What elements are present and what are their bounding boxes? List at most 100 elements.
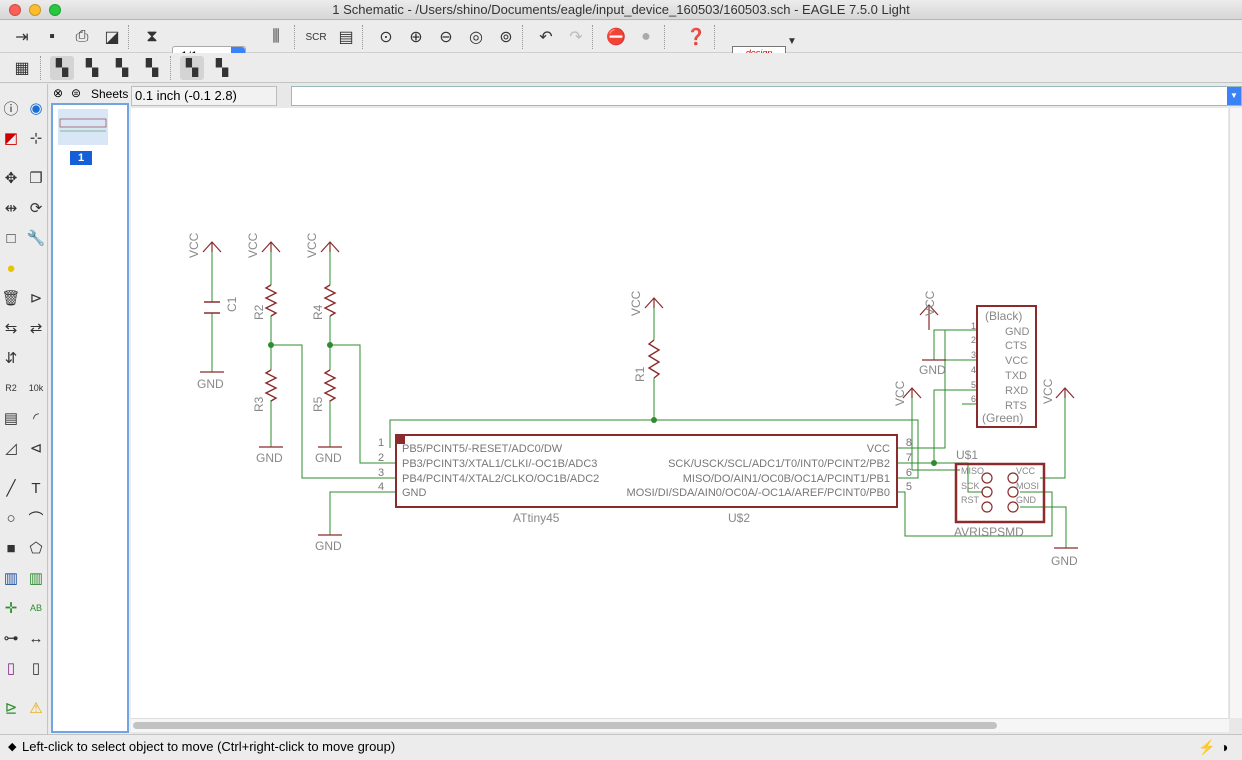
command-toolbar: ⓘ ◉ ◩ ⊹ ✥ ❐ ⇹ ⟳ □ 🔧 ● 🗑 ⊳ ⇆ ⇄ ⇵ R2 10k ▤… — [0, 84, 48, 734]
layer-view-2-icon[interactable]: ▚ — [215, 60, 229, 77]
show-icon[interactable]: ◉ — [29, 100, 43, 117]
open-icon[interactable]: ⇥ — [15, 29, 29, 46]
zoom-in-icon[interactable]: ⊕ — [409, 29, 423, 46]
zoom-fit-icon[interactable]: ⊙ — [379, 29, 393, 46]
coordinate-display: 0.1 inch (-0.1 2.8) — [131, 86, 277, 106]
sheet-number[interactable]: 1 — [70, 151, 92, 165]
mirror-icon[interactable]: ⇹ — [4, 200, 18, 217]
vertical-scrollbar[interactable] — [1229, 108, 1242, 718]
label-icon[interactable]: AB — [29, 603, 42, 613]
sheets-panel-title: Sheets — [91, 87, 129, 101]
go-icon[interactable]: ● — [641, 28, 651, 45]
zoom-redraw-icon[interactable]: ◎ — [469, 29, 483, 46]
frame-icon[interactable]: ▯ — [6, 660, 16, 677]
board-icon[interactable]: ⫼ — [272, 28, 280, 45]
title-bar: 1 Schematic - /Users/shino/Documents/eag… — [0, 0, 1242, 20]
print-icon[interactable]: ⎙ — [75, 28, 89, 45]
replace-icon[interactable]: ⇵ — [4, 350, 18, 367]
r1-label: R1 — [633, 366, 647, 382]
rotate-icon[interactable]: ⟳ — [29, 200, 43, 217]
schematic-drawing: VCC VCC VCC VCC VCC VCC VCC GND GND GND … — [187, 232, 1078, 568]
copy-icon[interactable]: ❐ — [29, 170, 43, 187]
zoom-window-button[interactable] — [49, 4, 61, 16]
pin-number: 6 — [971, 394, 976, 404]
schematic-canvas[interactable]: VCC VCC VCC VCC VCC VCC VCC GND GND GND … — [131, 108, 1228, 718]
net-icon[interactable]: ▥ — [28, 570, 44, 587]
redo-icon[interactable]: ↷ — [569, 29, 583, 46]
chevron-down-icon[interactable]: ▼ — [1227, 87, 1241, 105]
name-icon[interactable]: R2 — [5, 383, 17, 393]
group-icon[interactable]: □ — [6, 229, 16, 247]
vcc-label-c1: VCC — [187, 232, 201, 258]
cam-icon[interactable]: ◪ — [104, 29, 120, 46]
paste-icon[interactable]: ● — [6, 259, 16, 277]
delete-icon[interactable]: 🗑 — [1, 290, 21, 307]
wire-icon[interactable]: ╱ — [6, 480, 16, 497]
warning-icon[interactable]: ⚠ — [29, 700, 43, 717]
junction-icon[interactable]: ✛ — [4, 600, 18, 617]
circle-icon[interactable]: ○ — [6, 509, 16, 527]
grid-icon[interactable]: ▦ — [14, 60, 30, 77]
ulp-icon[interactable]: ▤ — [338, 29, 354, 46]
pin-label: RXD — [1005, 385, 1028, 397]
pin-label: MISO — [961, 466, 984, 476]
sheets-panel: ⊗ ⊜ Sheets 1 — [49, 84, 131, 734]
add-icon[interactable]: ⊳ — [29, 290, 43, 307]
rect-icon[interactable]: ■ — [6, 539, 16, 557]
undo-icon[interactable]: ↶ — [539, 29, 553, 46]
pin-label: VCC — [1016, 466, 1036, 476]
isp-labels: U$1 AVRISPSMD MISO SCK RST VCC MOSI GND — [954, 448, 1039, 539]
horizontal-scrollbar[interactable] — [131, 718, 1229, 732]
wire-bend-2-icon[interactable]: ▚ — [85, 60, 99, 77]
vcc-label-r1: VCC — [629, 290, 643, 316]
pin-label: SCK — [961, 481, 980, 491]
smash-icon[interactable]: ▤ — [3, 410, 19, 427]
wire-bend-1-icon[interactable]: ▚ — [50, 56, 74, 80]
miter-icon[interactable]: ◜ — [33, 410, 39, 427]
gnd-label-r5: GND — [315, 451, 342, 465]
mark-icon[interactable]: ⊹ — [29, 130, 43, 147]
horizontal-scrollbar-thumb[interactable] — [133, 722, 997, 729]
chevron-down-icon[interactable]: ▼ — [787, 35, 797, 47]
modify-icon[interactable]: ▯ — [31, 660, 41, 677]
bus-icon[interactable]: ▥ — [3, 570, 19, 587]
wire-bend-4-icon[interactable]: ▚ — [145, 60, 159, 77]
sheet-icon[interactable]: ⧗ — [146, 28, 158, 45]
dimension-icon[interactable]: ↔ — [28, 629, 44, 647]
move-icon[interactable]: ✥ — [4, 170, 18, 187]
display-icon[interactable]: ◩ — [3, 130, 19, 147]
ftdi-bottom-label: (Green) — [982, 411, 1023, 425]
zoom-select-icon[interactable]: ⊚ — [499, 29, 513, 46]
split-icon[interactable]: ◿ — [5, 440, 17, 457]
erc-icon[interactable]: ⊵ — [4, 700, 18, 717]
polygon-icon[interactable]: ⬠ — [29, 540, 43, 557]
lightning-icon[interactable]: ⚡ — [1198, 739, 1216, 755]
isp-header-symbol — [954, 462, 1046, 524]
pin-label: SCK/USCK/SCL/ADC1/T0/INT0/PCINT2/PB2 — [668, 458, 890, 470]
command-input[interactable]: ▼ — [291, 86, 1242, 106]
stop-command-icon[interactable]: ◑ — [1220, 739, 1229, 755]
gateswap-icon[interactable]: ⇄ — [29, 320, 43, 337]
pin-label: VCC — [867, 443, 890, 455]
save-icon[interactable]: ▪ — [49, 28, 55, 45]
help-icon[interactable]: ❓ — [686, 29, 706, 46]
attribute-icon[interactable]: ⊶ — [3, 630, 19, 647]
minimize-window-button[interactable] — [29, 4, 41, 16]
value-icon[interactable]: 10k — [28, 383, 44, 393]
close-window-button[interactable] — [9, 4, 21, 16]
sheet-thumbnail[interactable] — [58, 109, 108, 145]
layer-view-1-icon[interactable]: ▚ — [180, 56, 204, 80]
float-icon[interactable]: ⊜ — [71, 86, 82, 100]
arc-icon[interactable]: ⌒ — [28, 510, 44, 528]
close-icon[interactable]: ⊗ — [53, 86, 64, 100]
text-icon[interactable]: T — [31, 479, 41, 497]
pin-number: 3 — [378, 467, 384, 479]
pinswap-icon[interactable]: ⇆ — [4, 320, 18, 337]
change-icon[interactable]: 🔧 — [26, 230, 46, 247]
script-icon[interactable]: SCR — [305, 31, 327, 43]
zoom-out-icon[interactable]: ⊖ — [439, 29, 453, 46]
invoke-icon[interactable]: ⊲ — [29, 440, 43, 457]
info-icon[interactable]: ⓘ — [3, 100, 19, 118]
stop-icon[interactable]: ⛔ — [606, 29, 626, 46]
wire-bend-3-icon[interactable]: ▚ — [115, 60, 129, 77]
